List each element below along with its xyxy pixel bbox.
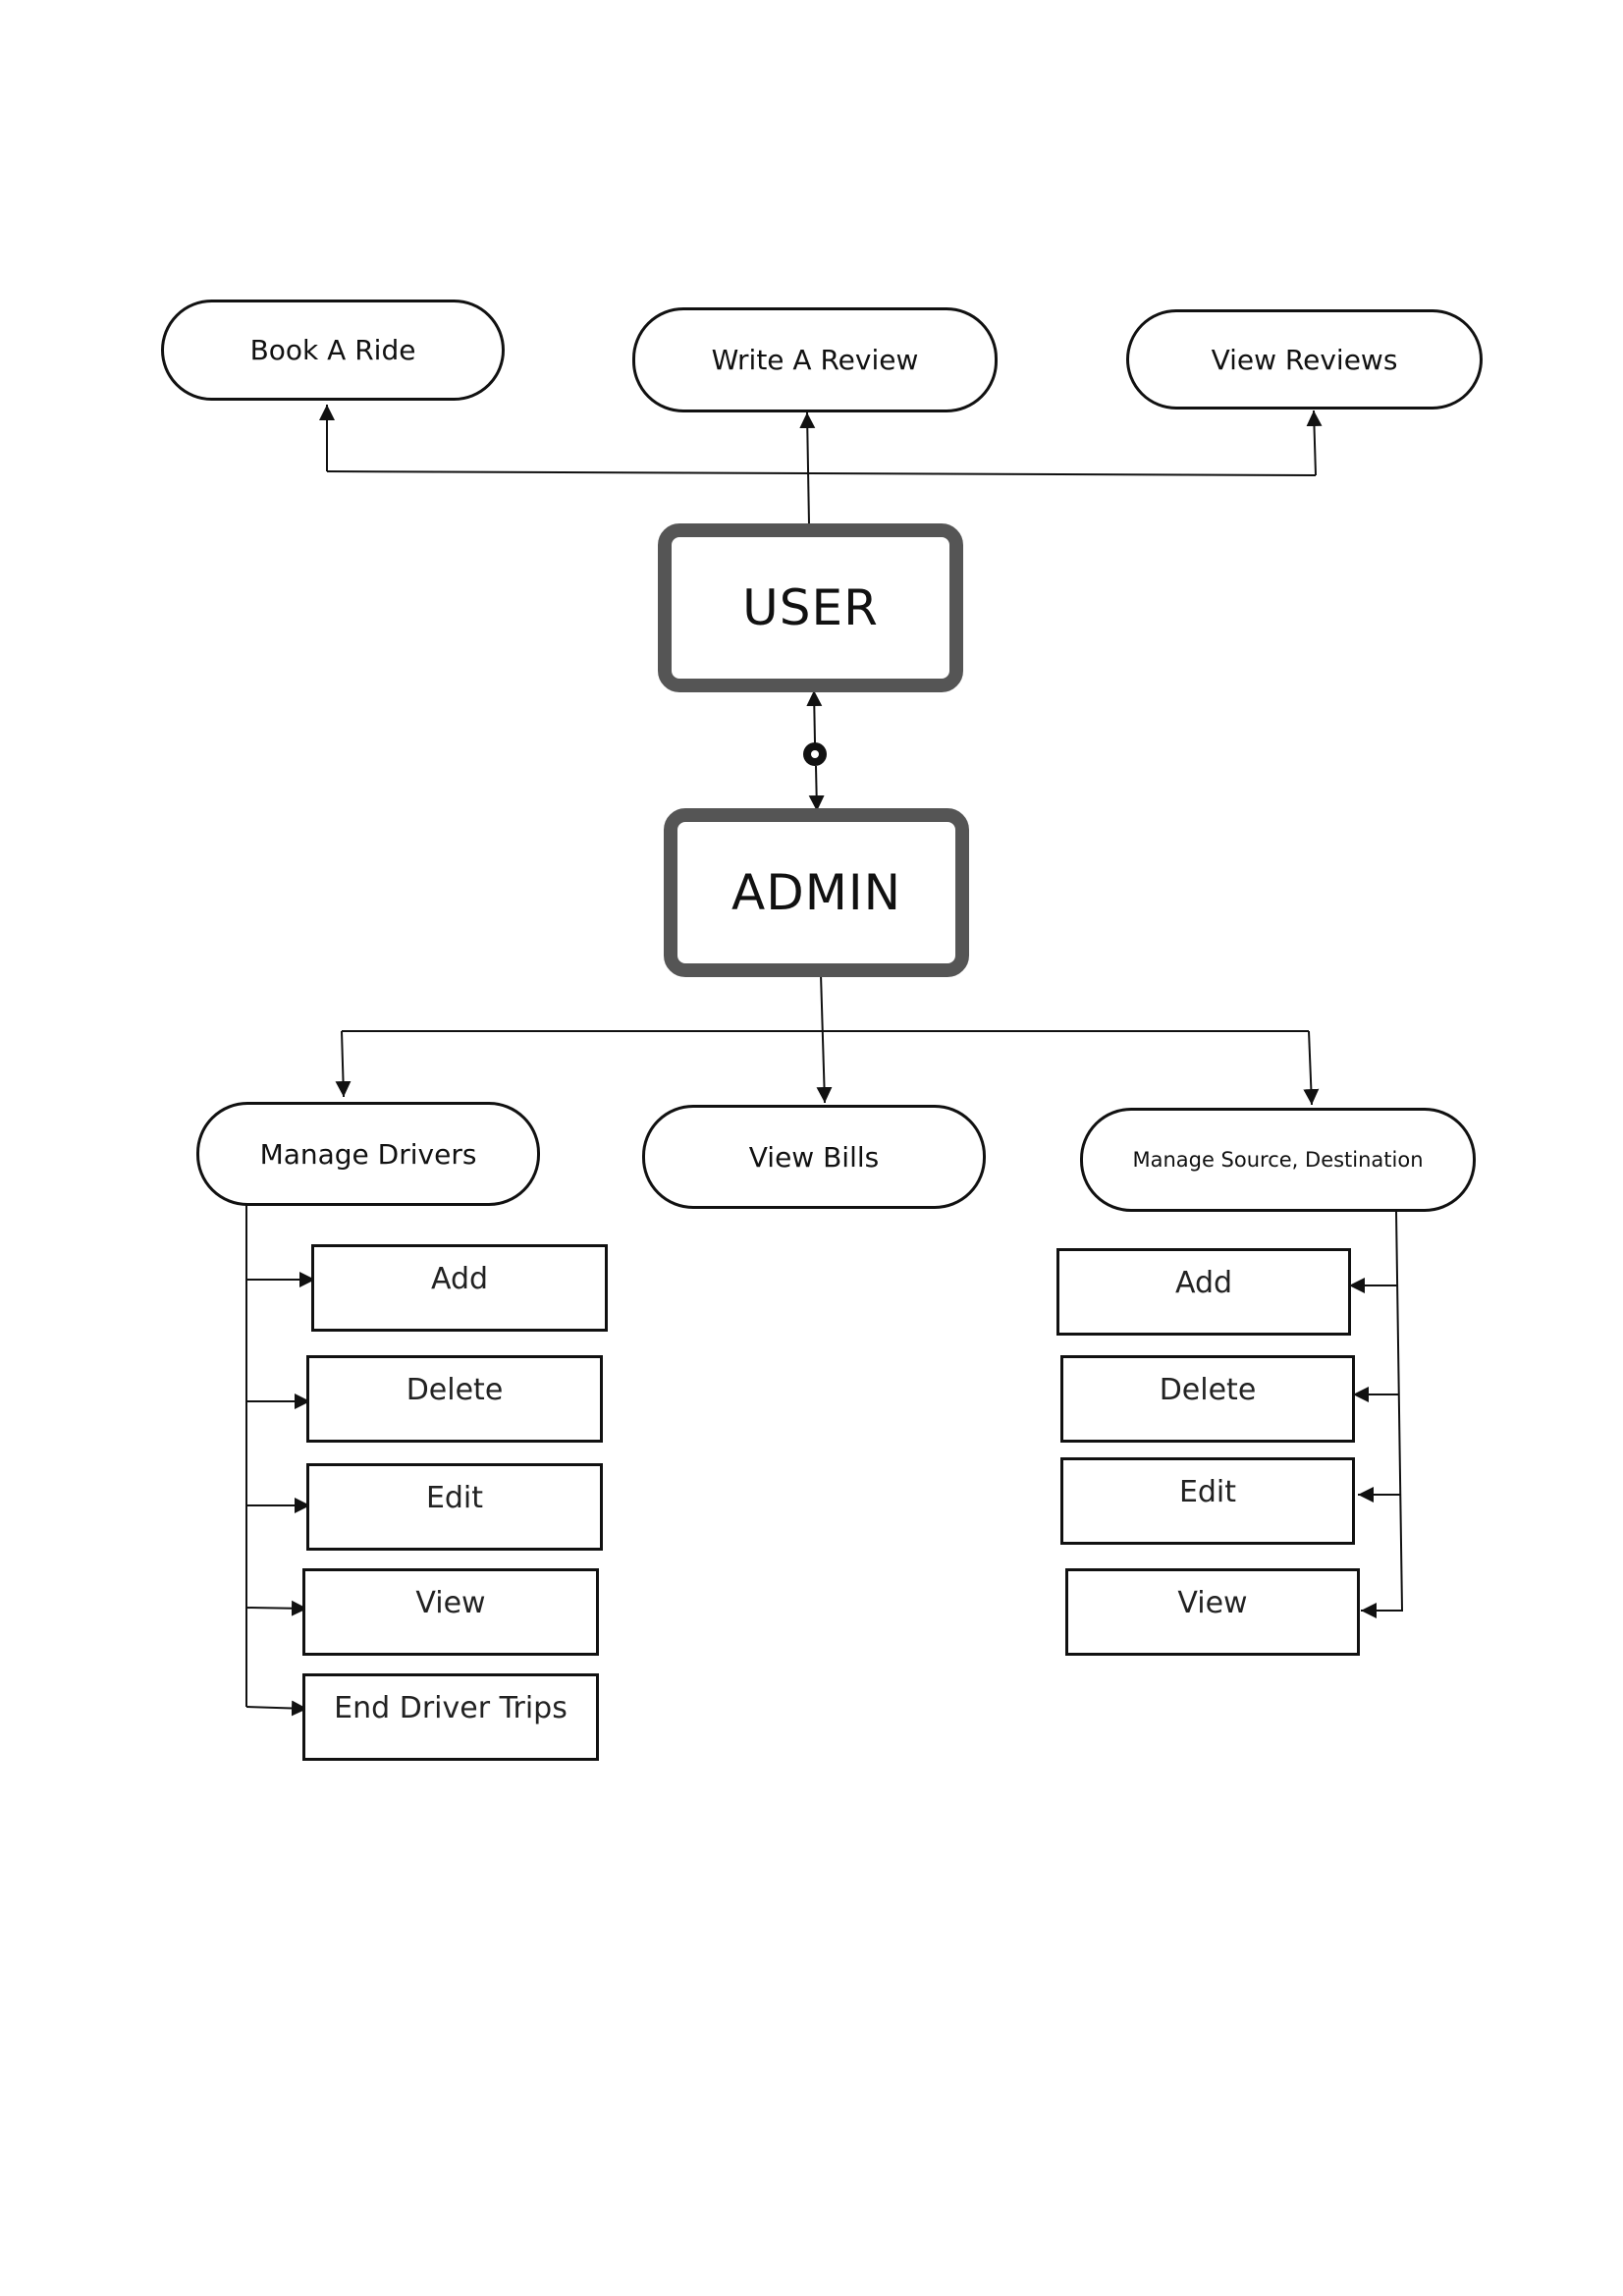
drivers-delete-box: Delete	[306, 1355, 603, 1443]
book-a-ride-label: Book A Ride	[249, 334, 416, 366]
manage-source-destination-label: Manage Source, Destination	[1132, 1148, 1424, 1172]
manage-source-destination-usecase: Manage Source, Destination	[1080, 1108, 1476, 1212]
source-add-box: Add	[1056, 1248, 1351, 1336]
connector-user-admin-up	[806, 689, 823, 744]
connector-user-admin-down	[808, 765, 825, 812]
source-add-label: Add	[1174, 1266, 1233, 1300]
view-bills-usecase: View Bills	[642, 1105, 986, 1209]
user-actor: USER	[658, 523, 963, 692]
source-edit-label: Edit	[1178, 1475, 1237, 1509]
drivers-add-box: Add	[311, 1244, 608, 1332]
manage-drivers-usecase: Manage Drivers	[196, 1102, 540, 1206]
admin-actor-label: ADMIN	[731, 864, 901, 921]
manage-drivers-label: Manage Drivers	[259, 1137, 477, 1171]
drivers-delete-label: Delete	[406, 1373, 504, 1407]
connector-user-view-reviews	[1306, 410, 1323, 476]
source-view-label: View	[1177, 1586, 1248, 1620]
drivers-add-label: Add	[430, 1262, 489, 1296]
connector-admin-manage-drivers	[335, 1030, 352, 1098]
source-edit-box: Edit	[1060, 1457, 1355, 1545]
connector-admin-view-bills	[816, 973, 833, 1104]
drivers-end-trips-label: End Driver Trips	[334, 1691, 568, 1725]
relationship-node-center	[811, 750, 819, 758]
write-a-review-label: Write A Review	[711, 344, 919, 376]
view-bills-label: View Bills	[748, 1140, 880, 1174]
drivers-view-label: View	[415, 1586, 486, 1620]
source-view-box: View	[1065, 1568, 1360, 1656]
connector-admin-manage-source	[1303, 1030, 1320, 1106]
book-a-ride-usecase: Book A Ride	[161, 300, 505, 401]
source-delete-label: Delete	[1159, 1373, 1257, 1407]
connector-drivers-view	[245, 1600, 308, 1616]
view-reviews-usecase: View Reviews	[1126, 309, 1483, 410]
connector-drivers-end-trips	[245, 1700, 308, 1717]
drivers-edit-label: Edit	[425, 1481, 484, 1515]
drivers-end-trips-box: End Driver Trips	[302, 1673, 599, 1761]
drivers-view-box: View	[302, 1568, 599, 1656]
admin-actor: ADMIN	[664, 808, 969, 977]
source-delete-box: Delete	[1060, 1355, 1355, 1443]
write-a-review-usecase: Write A Review	[632, 307, 998, 412]
drivers-edit-box: Edit	[306, 1463, 603, 1551]
user-actor-label: USER	[742, 579, 879, 636]
connector-user-write-review	[799, 411, 816, 525]
connector-user-bus	[326, 470, 1317, 476]
connector-source-trunk	[1363, 1210, 1404, 1612]
view-reviews-label: View Reviews	[1211, 343, 1398, 376]
